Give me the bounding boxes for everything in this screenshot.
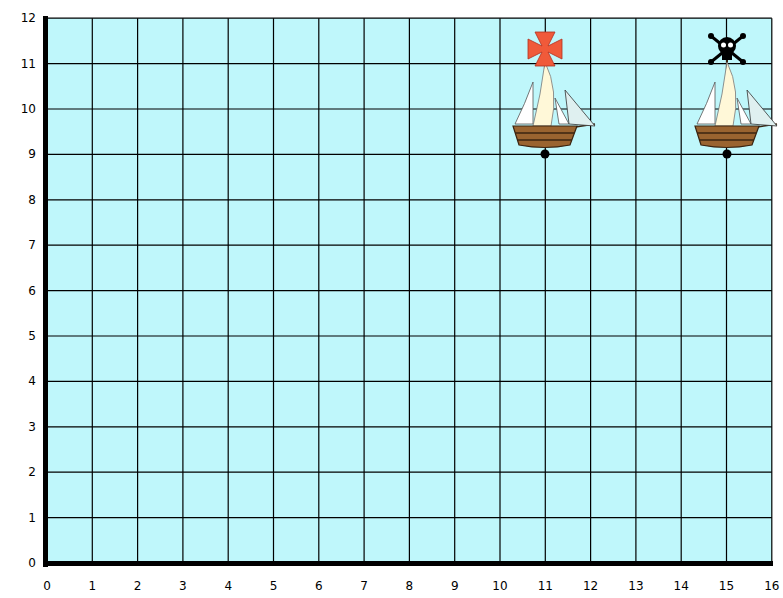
grid-line <box>47 63 772 64</box>
axis-number: 9 <box>451 580 459 592</box>
axis-number: 10 <box>492 580 507 592</box>
axis-number: 6 <box>315 580 323 592</box>
grid-line <box>47 245 772 246</box>
axis-number: 4 <box>224 580 232 592</box>
axis-number: 12 <box>21 12 36 24</box>
axis-number: 12 <box>583 580 598 592</box>
x-axis <box>43 561 773 566</box>
grid-line <box>47 290 772 291</box>
axis-number: 8 <box>28 194 36 206</box>
axis-number: 14 <box>674 580 689 592</box>
grid-line <box>47 472 772 473</box>
grid-line <box>47 381 772 382</box>
axis-number: 2 <box>28 466 36 478</box>
axis-number: 0 <box>43 580 51 592</box>
axis-number: 11 <box>21 58 36 70</box>
axis-number: 11 <box>538 580 553 592</box>
ship <box>513 32 595 159</box>
cross-flag <box>528 32 562 66</box>
axis-number: 7 <box>360 580 368 592</box>
grid-line <box>47 18 772 19</box>
axis-number: 8 <box>406 580 414 592</box>
axis-number: 15 <box>719 580 734 592</box>
axis-number: 0 <box>28 557 36 569</box>
axis-number: 3 <box>179 580 187 592</box>
grid-line <box>47 199 772 200</box>
axis-number: 1 <box>28 512 36 524</box>
axis-number: 9 <box>28 148 36 160</box>
axis-number: 5 <box>28 330 36 342</box>
axis-number: 7 <box>28 239 36 251</box>
axis-number: 10 <box>21 103 36 115</box>
pirate-ship <box>695 33 777 159</box>
axis-number: 16 <box>764 580 779 592</box>
grid-line <box>47 154 772 155</box>
grid-line <box>47 108 772 109</box>
axis-number: 2 <box>134 580 142 592</box>
axis-number: 5 <box>270 580 278 592</box>
axis-number: 4 <box>28 375 36 387</box>
axis-number: 6 <box>28 285 36 297</box>
grid-line <box>47 517 772 518</box>
axis-number: 3 <box>28 421 36 433</box>
y-axis <box>43 16 48 567</box>
grid-lines <box>47 18 772 563</box>
axis-number: 1 <box>88 580 96 592</box>
axis-number: 13 <box>628 580 643 592</box>
grid-line <box>47 426 772 427</box>
grid-line <box>47 335 772 336</box>
sea-ground <box>47 18 772 563</box>
skull-flag <box>708 33 746 65</box>
